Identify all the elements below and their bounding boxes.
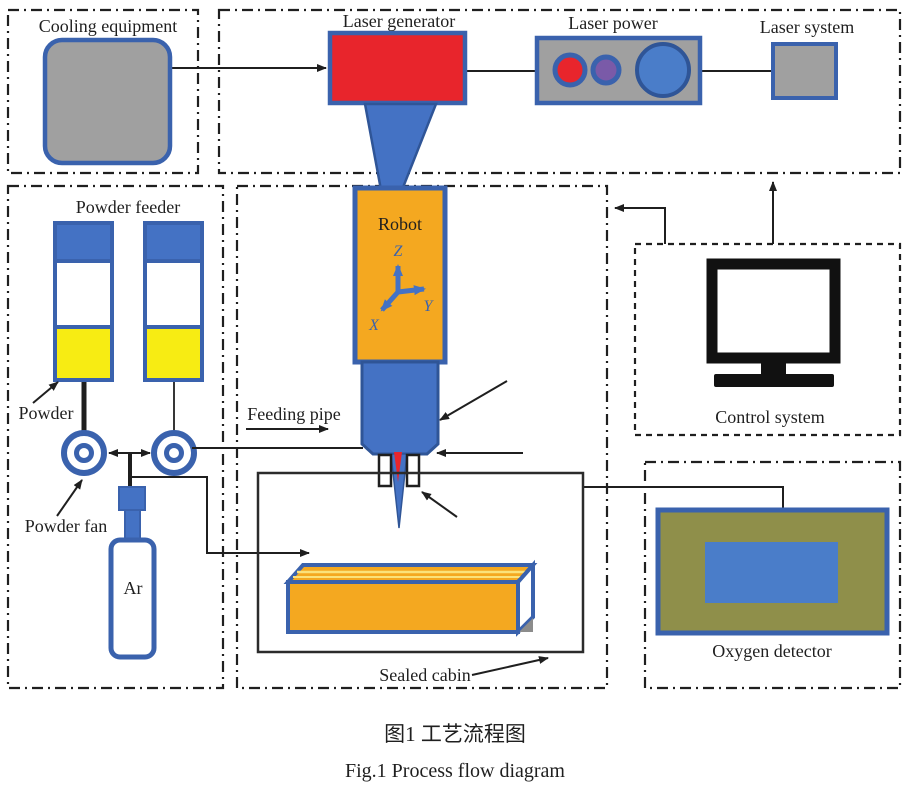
laser-power-purple-indicator <box>590 54 622 86</box>
monitor-base-icon <box>714 374 834 387</box>
caption-en: Fig.1 Process flow diagram <box>345 760 565 782</box>
laser-power-red-indicator <box>552 52 588 88</box>
laser-power-label: Laser power <box>568 13 657 33</box>
left-hopper-body <box>53 259 114 329</box>
control-system-label: Control system <box>715 407 825 427</box>
powder-pointer-arrow <box>32 381 59 404</box>
argon-label: Ar <box>124 578 143 598</box>
laser-system-shape <box>771 42 838 100</box>
cooling-section-box <box>6 8 200 175</box>
cladding-head <box>360 360 440 456</box>
argon-to-cabin-arrow <box>130 476 310 557</box>
axis-x-label: X <box>368 317 380 334</box>
oxygen-detector-screen <box>705 542 838 603</box>
control-to-robot-arrow <box>614 204 666 244</box>
laser-beam-funnel <box>363 102 438 192</box>
cabin-to-oxygen-line <box>583 486 784 509</box>
laser-power-blue-dial <box>635 42 691 98</box>
tube-pointer-arrow <box>421 491 458 518</box>
sealed-cabin-label: Sealed cabin <box>379 665 470 685</box>
monitor-screen-icon <box>706 258 841 364</box>
powder-section-box <box>6 184 225 690</box>
sealed-cabin-pointer-arrow <box>471 656 549 676</box>
right-hopper-powder <box>143 325 204 382</box>
powder-fan-label: Powder fan <box>25 516 107 536</box>
left-nozzle-tube <box>377 453 393 488</box>
monitor-stand-icon <box>761 358 786 376</box>
powder-fan-pointer-arrow <box>56 479 83 517</box>
cooling-equipment-shape <box>42 37 173 166</box>
oxygen-section-box <box>643 460 902 690</box>
axis-y-arrow <box>397 285 426 296</box>
laser-generator-shape <box>327 30 468 106</box>
left-hopper-powder <box>53 325 114 382</box>
laser-generator-label: Laser generator <box>343 11 455 31</box>
right-hopper-body <box>143 259 204 329</box>
workpiece-front-face <box>286 580 520 634</box>
head-pointer-arrow <box>439 380 508 421</box>
right-powder-fan-inner <box>164 443 184 463</box>
powder-label: Powder <box>19 403 74 423</box>
axis-z-label: Z <box>394 243 404 260</box>
axis-x-arrow <box>380 290 400 312</box>
right-hopper-cap <box>143 221 204 263</box>
right-nozzle-tube <box>405 453 421 488</box>
axis-y-label: Y <box>424 298 435 315</box>
laser-beam <box>394 452 402 482</box>
oxygen-detector-label: Oxygen detector <box>712 641 831 661</box>
cooling-equipment-label: Cooling equipment <box>39 16 178 36</box>
feeding-pipe-label: Feeding pipe <box>247 404 340 424</box>
laser-system-label: Laser system <box>760 17 854 37</box>
left-hopper-cap <box>53 221 114 263</box>
powder-feeder-label: Powder feeder <box>76 197 180 217</box>
argon-valve <box>118 486 146 511</box>
argon-bottle <box>108 537 157 660</box>
left-powder-fan-inner <box>74 443 94 463</box>
workpiece-shadow <box>519 618 533 632</box>
sealed-cabin-shape <box>256 471 585 654</box>
caption-zh: 图1 工艺流程图 <box>384 722 526 746</box>
laser-section-box <box>217 8 902 175</box>
control-section-box <box>633 242 902 437</box>
robot-label: Robot <box>378 214 422 234</box>
workpiece-top-face <box>283 563 538 584</box>
